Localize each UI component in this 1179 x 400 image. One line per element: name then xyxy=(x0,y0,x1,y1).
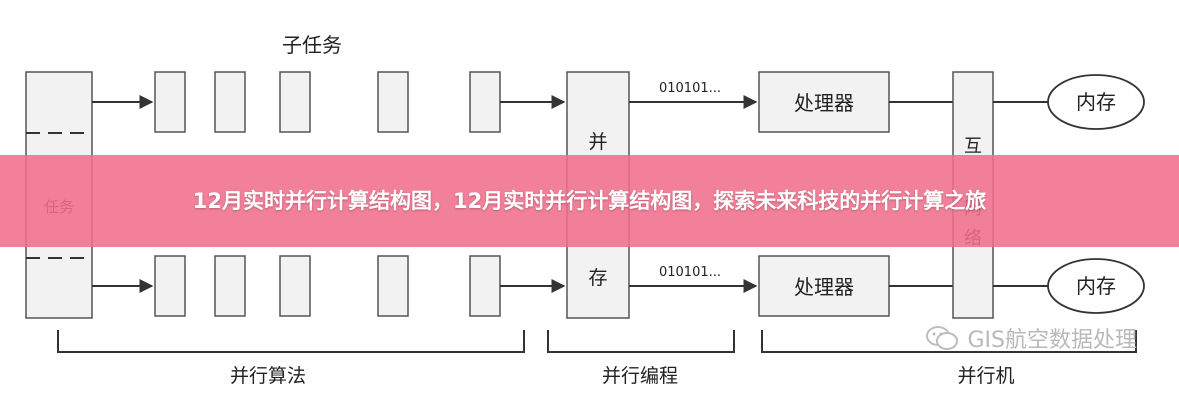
subtask-box xyxy=(154,71,186,133)
subtask-box xyxy=(154,255,186,317)
wechat-icon xyxy=(926,326,959,350)
label-parallel-algorithm: 并行算法 xyxy=(230,365,306,387)
memory-label: 内存 xyxy=(1076,90,1116,114)
bracket-algorithm xyxy=(57,330,525,353)
label-parallel-machine: 并行机 xyxy=(957,365,1014,387)
bracket-programming xyxy=(547,330,735,353)
subtask-box xyxy=(279,71,311,133)
processor-label: 处理器 xyxy=(794,275,854,299)
bracket-machine xyxy=(761,330,1137,353)
memory-label: 内存 xyxy=(1076,274,1116,298)
banner-title: 12月实时并行计算结构图，12月实时并行计算结构图，探索未来科技的并行计算之旅 xyxy=(192,189,987,213)
subtask-label: 子任务 xyxy=(282,33,342,57)
parallel-box-char: 并 xyxy=(588,131,607,153)
subtask-box xyxy=(469,255,501,317)
label-parallel-programming: 并行编程 xyxy=(602,365,678,387)
subtask-box xyxy=(214,255,246,317)
processor-box-bottom xyxy=(758,255,890,317)
subtask-box xyxy=(214,71,246,133)
subtask-box xyxy=(469,71,501,133)
memory-ellipse-top xyxy=(1047,74,1145,130)
memory-ellipse-bottom xyxy=(1047,258,1145,314)
watermark: GIS航空数据处理 xyxy=(925,322,1137,354)
bitstream-bottom: 010101... xyxy=(659,265,721,280)
processor-box-top xyxy=(758,71,890,133)
processor-label: 处理器 xyxy=(794,91,854,115)
watermark-text: GIS航空数据处理 xyxy=(967,328,1137,353)
parallel-box-char: 存 xyxy=(588,267,607,289)
interconnect-char: 互 xyxy=(964,136,982,157)
title-banner: 12月实时并行计算结构图，12月实时并行计算结构图，探索未来科技的并行计算之旅 xyxy=(0,155,1179,247)
bitstream-top: 010101... xyxy=(659,81,721,96)
subtask-box xyxy=(279,255,311,317)
subtask-box xyxy=(377,255,409,317)
subtask-box xyxy=(377,71,409,133)
